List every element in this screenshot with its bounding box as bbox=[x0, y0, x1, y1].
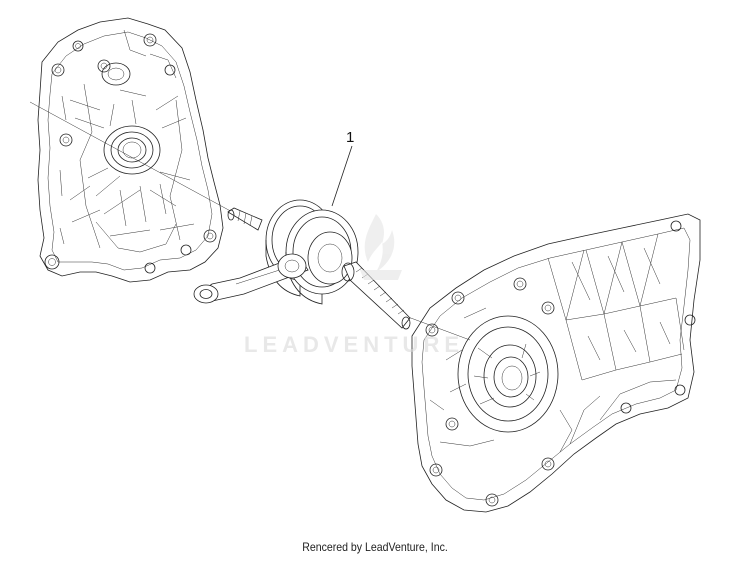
watermark-text: LEADVENTURE bbox=[244, 332, 464, 357]
crankshaft-assembly bbox=[193, 199, 411, 330]
right-crankcase-half bbox=[411, 213, 701, 513]
left-crankcase-half bbox=[37, 17, 224, 283]
callout-number: 1 bbox=[346, 129, 354, 146]
callout-1: 1 bbox=[331, 129, 354, 207]
leadventure-flame-logo bbox=[360, 214, 402, 280]
assembly-lines bbox=[29, 101, 471, 341]
render-credit: Rencered by LeadVenture, Inc. bbox=[302, 540, 448, 554]
watermark: LEADVENTURE bbox=[244, 214, 464, 357]
